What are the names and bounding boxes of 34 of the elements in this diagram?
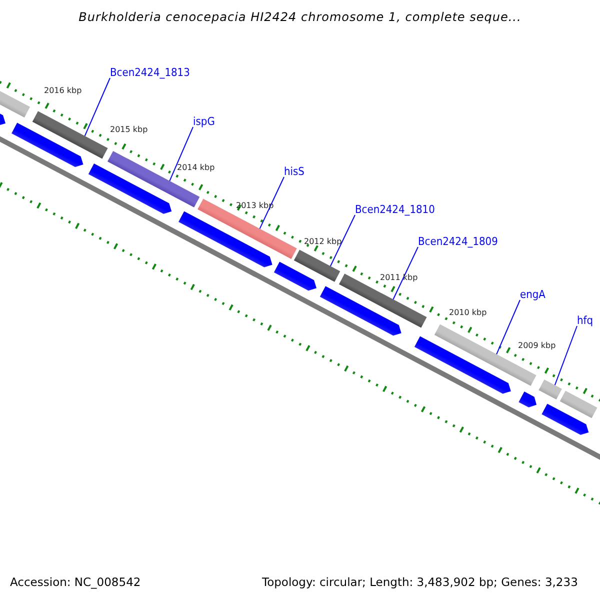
cds-feature bbox=[88, 163, 172, 214]
leader-line bbox=[496, 300, 520, 355]
title: Burkholderia cenocepacia HI2424 chromosome 1, complete seque... bbox=[78, 10, 522, 24]
cds-feature bbox=[12, 122, 84, 168]
gene-bar bbox=[294, 250, 340, 282]
cds-feature bbox=[414, 336, 511, 394]
scale-label: 2011 kbp bbox=[380, 273, 418, 282]
scale-label: 2009 kbp bbox=[518, 341, 556, 350]
leader-line bbox=[554, 326, 578, 386]
scale-label: 2015 kbp bbox=[110, 125, 148, 134]
gene-label: Bcen2424_1813 bbox=[110, 66, 190, 79]
cds-feature bbox=[320, 286, 402, 336]
cds-feature bbox=[274, 262, 317, 291]
scale-label: 2016 kbp bbox=[44, 86, 82, 95]
leader-line bbox=[392, 246, 418, 300]
info-text: Topology: circular; Length: 3,483,902 bp; Genes: 3,233 bbox=[262, 575, 578, 589]
gene-label: hfq bbox=[577, 314, 594, 327]
scale-label: 2014 kbp bbox=[177, 163, 215, 172]
scale-label: 2012 kbp bbox=[304, 237, 342, 246]
cds-feature bbox=[542, 404, 589, 435]
gene-label: ispG bbox=[193, 115, 215, 128]
leader-line bbox=[84, 78, 110, 136]
cds-feature bbox=[178, 211, 272, 268]
info-text: Accession: NC_008542 bbox=[10, 575, 141, 589]
gene-label: hisS bbox=[284, 165, 304, 178]
gene-label: Bcen2424_1810 bbox=[355, 203, 435, 216]
gene-label: engA bbox=[520, 288, 546, 301]
scale-label: 2010 kbp bbox=[449, 308, 487, 317]
gene-bar bbox=[560, 390, 598, 418]
leader-line bbox=[330, 214, 356, 267]
cds-feature bbox=[518, 392, 537, 408]
gene-label: Bcen2424_1809 bbox=[418, 235, 498, 248]
leader-line bbox=[169, 126, 194, 182]
leader-line bbox=[259, 176, 284, 230]
